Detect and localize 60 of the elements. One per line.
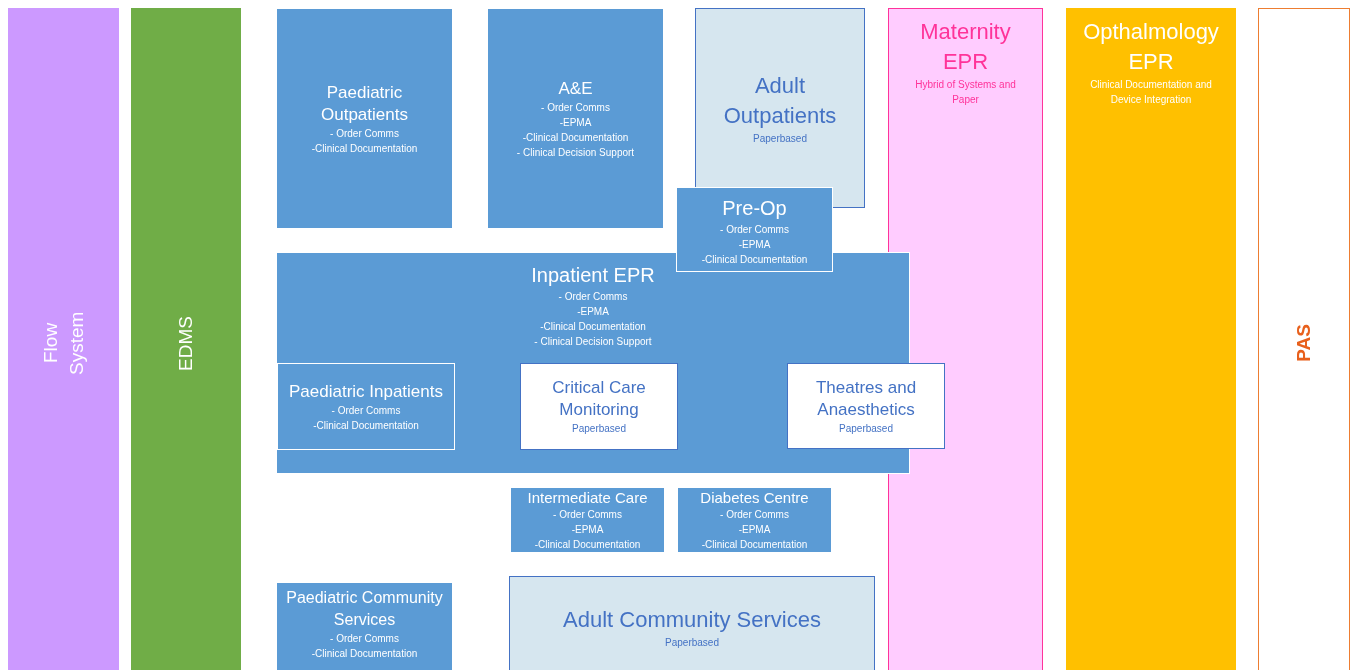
system-box bbox=[131, 8, 241, 670]
box-detail: - Order Comms bbox=[330, 632, 399, 646]
box-title: Maternity EPR bbox=[919, 18, 1012, 76]
box-title: Inpatient EPR bbox=[531, 263, 655, 288]
box-detail: - Order Comms bbox=[330, 126, 399, 141]
box-title: Paediatric Outpatients bbox=[320, 81, 409, 126]
box-detail: -EPMA bbox=[577, 305, 609, 319]
box-title: Opthalmology EPR bbox=[1082, 18, 1220, 76]
box-title: Diabetes Centre bbox=[700, 489, 809, 507]
box-detail: - Clinical Decision Support bbox=[516, 145, 635, 160]
box-detail: -Clinical Documentation bbox=[313, 418, 419, 433]
box-detail: - Order Comms bbox=[558, 290, 628, 304]
box-detail: - Clinical Decision Support bbox=[534, 335, 652, 349]
box-title: Theatres and Anaesthetics bbox=[814, 376, 918, 421]
box-detail: - Order Comms bbox=[331, 403, 401, 418]
box-title: Intermediate Care bbox=[527, 489, 648, 507]
system-box bbox=[1258, 8, 1350, 670]
box-title: Critical Care Monitoring bbox=[551, 377, 647, 421]
box-detail: Hybrid of Systems and Paper bbox=[914, 78, 1017, 107]
vertical-title: Flow System bbox=[38, 310, 88, 377]
box-detail: -Clinical Documentation bbox=[701, 538, 808, 552]
box-detail: -EPMA bbox=[738, 523, 771, 537]
box-title: Paediatric Inpatients bbox=[288, 380, 443, 403]
box-detail: Paperbased bbox=[572, 422, 626, 436]
box-detail: Paperbased bbox=[665, 636, 719, 650]
box-title: Pre-Op bbox=[722, 196, 787, 221]
box-title: Adult Community Services bbox=[563, 606, 821, 634]
box-detail: - Order Comms bbox=[720, 223, 789, 237]
box-detail: Paperbased bbox=[839, 421, 893, 436]
box-detail: -Clinical Documentation bbox=[522, 130, 629, 145]
system-box bbox=[1066, 8, 1236, 670]
system-box bbox=[520, 363, 678, 450]
system-box bbox=[509, 576, 875, 670]
box-detail: -Clinical Documentation bbox=[540, 320, 646, 334]
system-box bbox=[277, 363, 455, 450]
box-detail: -Clinical Documentation bbox=[701, 253, 808, 267]
box-detail: -Clinical Documentation bbox=[311, 141, 418, 156]
box-title: A&E bbox=[558, 77, 593, 100]
box-detail: -Clinical Documentation bbox=[534, 538, 641, 552]
box-detail: Clinical Documentation and Device Integration bbox=[1089, 78, 1213, 107]
vertical-title: PAS bbox=[1292, 324, 1315, 362]
vertical-title: EDMS bbox=[174, 315, 197, 371]
system-box bbox=[8, 8, 119, 670]
system-box bbox=[677, 487, 832, 553]
system-box bbox=[487, 8, 664, 229]
box-detail: -EPMA bbox=[738, 238, 771, 252]
system-box bbox=[510, 487, 665, 553]
system-box bbox=[787, 363, 945, 449]
box-title: Paediatric Community Services bbox=[285, 588, 444, 630]
system-box bbox=[276, 8, 453, 229]
box-detail: -EPMA bbox=[559, 115, 592, 130]
box-detail: -EPMA bbox=[571, 523, 604, 537]
system-box bbox=[276, 582, 453, 670]
box-title: Adult Outpatients bbox=[722, 71, 838, 130]
box-detail: Paperbased bbox=[753, 131, 807, 146]
box-detail: - Order Comms bbox=[720, 508, 789, 522]
box-detail: -Clinical Documentation bbox=[311, 647, 418, 661]
system-box bbox=[676, 187, 833, 272]
box-detail: - Order Comms bbox=[541, 100, 610, 115]
box-detail: - Order Comms bbox=[553, 508, 622, 522]
